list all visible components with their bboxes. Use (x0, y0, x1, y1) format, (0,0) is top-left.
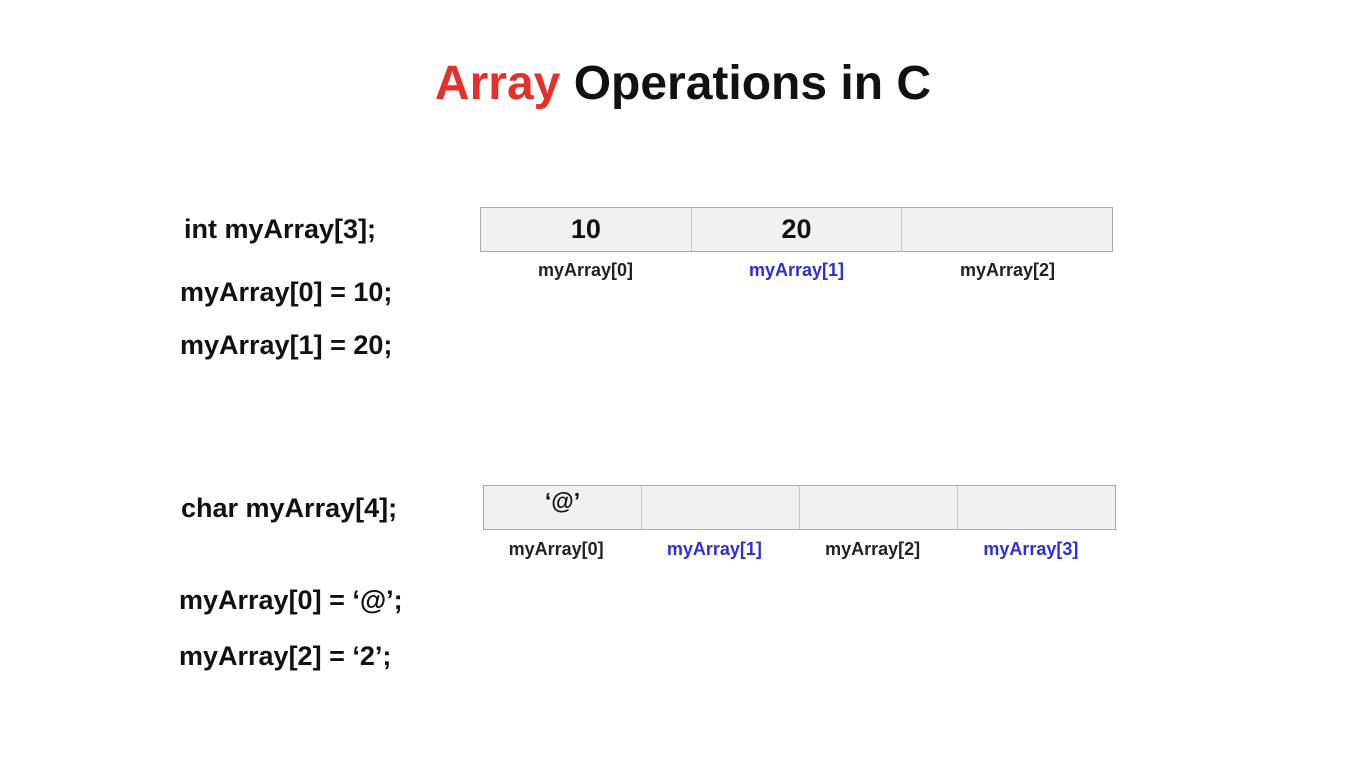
char-array-cell-3 (957, 486, 1115, 529)
char-array-cell-0: ‘@’ (544, 488, 581, 514)
int-array-index-labels: myArray[0] myArray[1] myArray[2] (480, 260, 1113, 281)
char-index-label-2: myArray[2] (825, 539, 921, 559)
char-array-diagram: ‘@’ (483, 485, 1116, 530)
title-accent: Array (434, 57, 561, 110)
int-array-cell-2 (901, 208, 1112, 251)
char-array-index-labels: myArray[0] myArray[1] myArray[2] myArray… (477, 539, 1110, 560)
char-declaration: char myArray[4]; (181, 493, 398, 523)
char-statement-0: myArray[0] = ‘@’; (179, 585, 403, 615)
char-index-label-1: myArray[1] (666, 539, 762, 559)
char-index-label-0: myArray[0] (508, 539, 604, 559)
char-statement-1: myArray[2] = ‘2’; (179, 641, 392, 671)
int-index-label-2: myArray[2] (959, 260, 1056, 280)
char-array-cell-2 (799, 486, 957, 529)
int-index-label-0: myArray[0] (537, 260, 634, 280)
page-title: Array Operations in C (0, 56, 1366, 111)
int-statement-1: myArray[1] = 20; (180, 330, 393, 360)
char-index-label-3: myArray[3] (983, 539, 1079, 559)
int-declaration: int myArray[3]; (184, 214, 377, 244)
int-statement-0: myArray[0] = 10; (180, 277, 393, 307)
int-index-label-1: myArray[1] (748, 260, 845, 280)
char-array-cell-1 (641, 486, 799, 529)
int-array-cell-1: 20 (690, 208, 902, 251)
title-rest: Operations in C (573, 57, 932, 110)
int-array-cell-0: 10 (570, 214, 601, 244)
int-array-diagram: 10 20 (480, 207, 1113, 252)
